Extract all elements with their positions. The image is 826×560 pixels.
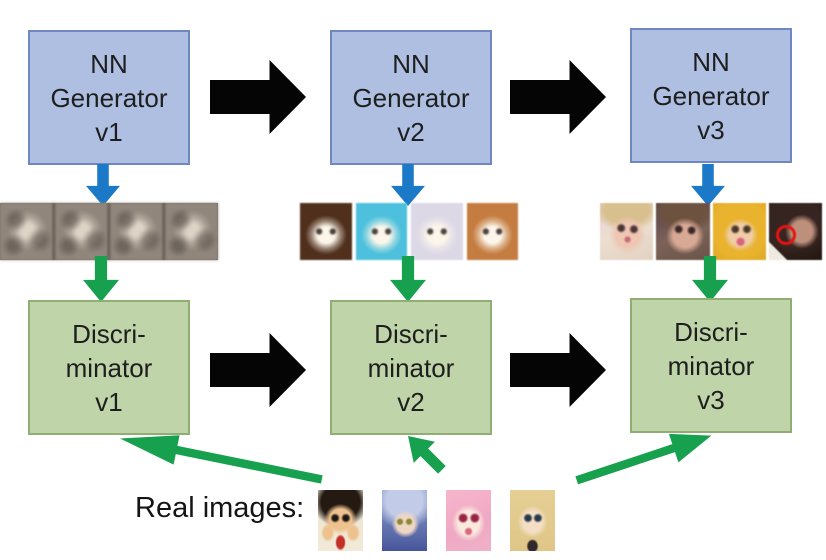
generator-v3-line1: NN	[692, 46, 730, 77]
generated-samples-v2	[300, 203, 518, 260]
generator-v1-line2: Generator	[50, 82, 168, 113]
arrow-samples-to-disc-v3-icon	[692, 256, 728, 302]
generated-image-v3-2	[656, 203, 710, 260]
arrow-generate-v2-icon	[391, 164, 425, 206]
discriminator-v3-line1: Discri-	[674, 316, 748, 347]
generated-image-v1-3	[108, 203, 163, 260]
arrow-samples-to-disc-v2-icon	[390, 256, 426, 302]
arrow-gen-v2-to-v3-icon	[510, 60, 606, 134]
generated-samples-v1	[0, 203, 218, 260]
discriminator-v1-line1: Discri-	[72, 318, 146, 349]
red-circle-annotation-icon	[775, 225, 796, 245]
generated-image-v2-3	[411, 203, 463, 260]
arrow-disc-v2-to-v3-icon	[510, 333, 606, 407]
discriminator-v1-line2: minator	[65, 352, 153, 383]
discriminator-box-v3: Discri- minator v3	[630, 298, 792, 433]
discriminator-v1-line3: v1	[95, 386, 123, 417]
generated-image-v2-2	[355, 203, 407, 260]
discriminator-box-v1: Discri- minator v1	[28, 300, 190, 435]
real-image-4	[510, 490, 555, 551]
arrow-gen-v1-to-v2-icon	[210, 60, 306, 134]
generator-v3-line3: v3	[697, 114, 725, 145]
arrow-disc-v1-to-v2-icon	[210, 333, 306, 407]
generator-box-v1: NN Generator v1	[28, 30, 190, 165]
discriminator-v2-line3: v2	[397, 386, 425, 417]
discriminator-v3-line3: v3	[697, 384, 725, 415]
real-image-3	[446, 490, 491, 551]
generated-image-v1-1	[0, 203, 53, 260]
generated-image-v3-3	[712, 203, 766, 260]
real-image-2	[382, 490, 427, 551]
generated-image-v2-4	[466, 203, 518, 260]
arrow-generate-v3-icon	[691, 164, 725, 206]
real-image-1	[318, 490, 363, 551]
generated-image-v3-1	[600, 203, 654, 260]
generator-box-v3: NN Generator v3	[630, 28, 792, 163]
generated-image-v3-4	[768, 203, 822, 260]
generator-v3-line2: Generator	[652, 80, 770, 111]
generator-v1-line1: NN	[90, 48, 128, 79]
discriminator-box-v2: Discri- minator v2	[330, 300, 492, 435]
generated-image-v1-2	[53, 203, 108, 260]
arrow-samples-to-disc-v1-icon	[83, 256, 119, 302]
generated-image-v2-1	[300, 203, 352, 260]
generator-v1-line3: v1	[95, 116, 123, 147]
generated-image-v1-4	[163, 203, 218, 260]
generator-v2-line1: NN	[392, 48, 430, 79]
generator-box-v2: NN Generator v2	[330, 30, 492, 165]
arrow-generate-v1-icon	[86, 164, 120, 206]
generated-samples-v3	[600, 203, 822, 260]
discriminator-v2-line2: minator	[367, 352, 455, 383]
generator-v2-line2: Generator	[352, 82, 470, 113]
real-images-label: Real images:	[135, 492, 305, 524]
real-images-row	[318, 490, 555, 551]
discriminator-v3-line2: minator	[667, 350, 755, 381]
discriminator-v2-line1: Discri-	[374, 318, 448, 349]
generator-v2-line3: v2	[397, 116, 425, 147]
